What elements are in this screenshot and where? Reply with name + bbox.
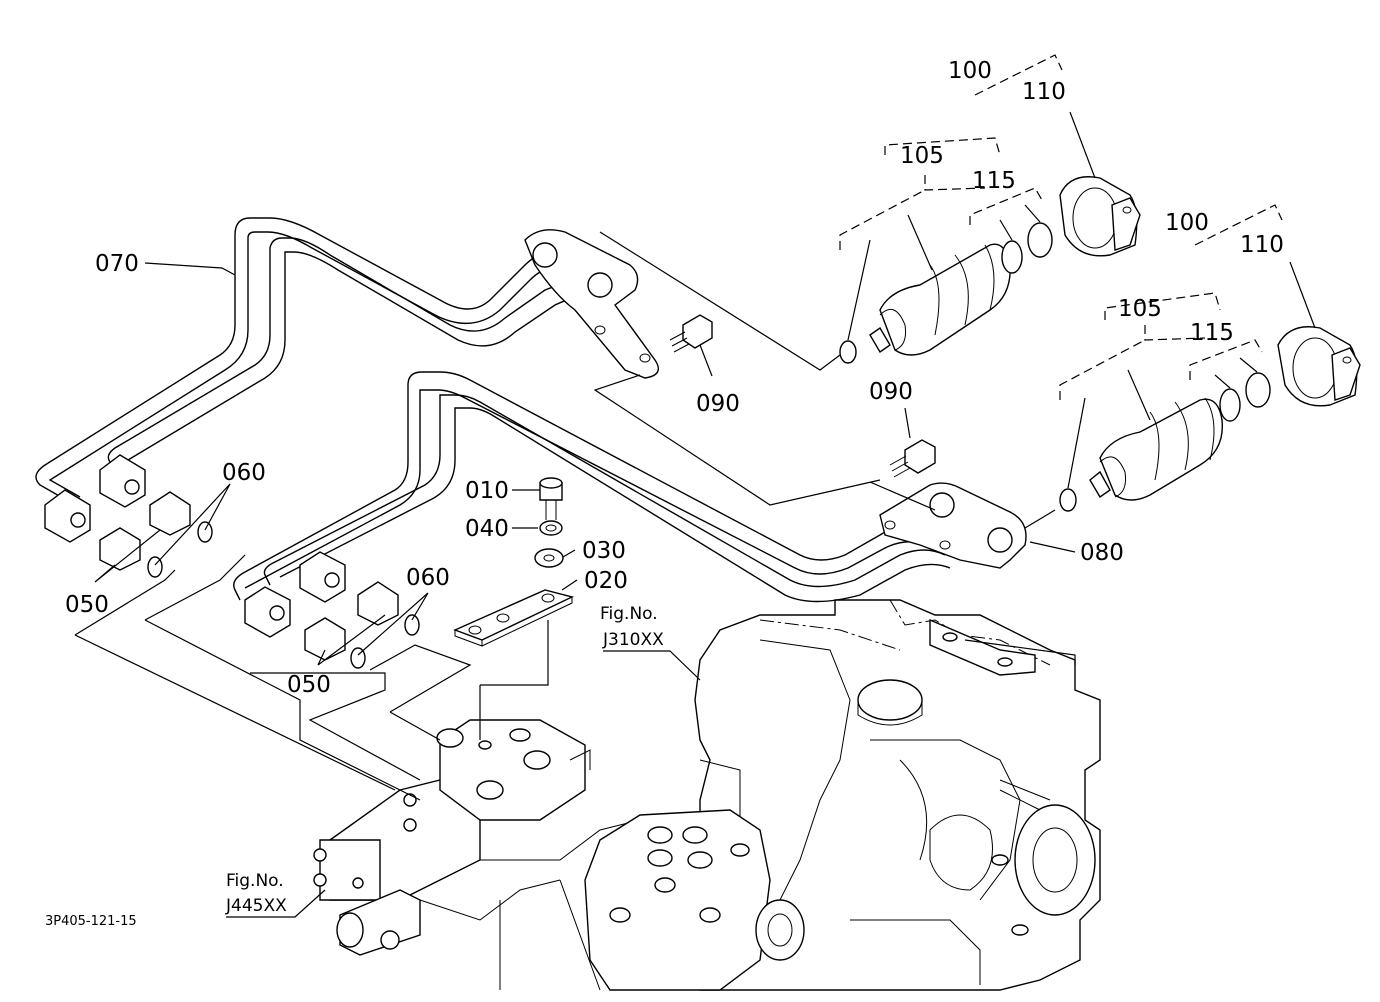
callout-030: 030 [582, 538, 626, 564]
pipe-center [233, 371, 951, 603]
fig-ref-j445xx-prefix: Fig.No. [226, 871, 284, 891]
pipe-center-fittings [244, 551, 420, 669]
callout-040: 040 [465, 516, 509, 542]
pipe-070 [35, 217, 591, 506]
callout-090-lower: 090 [869, 379, 913, 405]
callout-050-mid: 050 [287, 672, 331, 698]
callout-010: 010 [465, 478, 509, 504]
filter-assembly-lower [1059, 326, 1361, 512]
transmission-housing [689, 599, 1101, 991]
plug-090-upper [669, 314, 713, 353]
callout-110-lower: 110 [1240, 232, 1284, 258]
callout-070: 070 [95, 251, 139, 277]
callout-115-upper: 115 [972, 168, 1016, 194]
callout-060-left: 060 [222, 460, 266, 486]
callout-080: 080 [1080, 540, 1124, 566]
plug-090-lower [889, 439, 936, 478]
control-valve-block [313, 719, 681, 991]
pipe-070-bracket [524, 229, 659, 379]
pipe-080-bracket [879, 482, 1027, 569]
figure-references: Fig.No. J310XX Fig.No. J445XX [225, 604, 664, 916]
pipe-070-fittings [44, 454, 213, 578]
drawing-code: 3P405-121-15 [45, 914, 137, 929]
fig-ref-j310xx-number: J310XX [602, 630, 664, 650]
port-manifold [584, 809, 805, 991]
callout-050-left: 050 [65, 592, 109, 618]
fig-ref-j310xx-prefix: Fig.No. [600, 604, 658, 624]
callout-100-lower: 100 [1165, 210, 1209, 236]
callout-020: 020 [584, 568, 628, 594]
plate-bolt-group [453, 477, 575, 647]
callout-100-upper: 100 [948, 58, 992, 84]
callout-090-upper: 090 [696, 391, 740, 417]
callout-105-lower: 105 [1118, 296, 1162, 322]
filter-assembly-upper [839, 176, 1141, 364]
callout-115-lower: 115 [1190, 320, 1234, 346]
fig-ref-j445xx-number: J445XX [225, 896, 287, 916]
callout-110-upper: 110 [1022, 79, 1066, 105]
reference-lines [74, 54, 1316, 918]
callouts: 070 060 050 010 040 030 020 060 050 090 … [65, 58, 1284, 698]
callout-105-upper: 105 [900, 143, 944, 169]
callout-060-mid: 060 [406, 565, 450, 591]
